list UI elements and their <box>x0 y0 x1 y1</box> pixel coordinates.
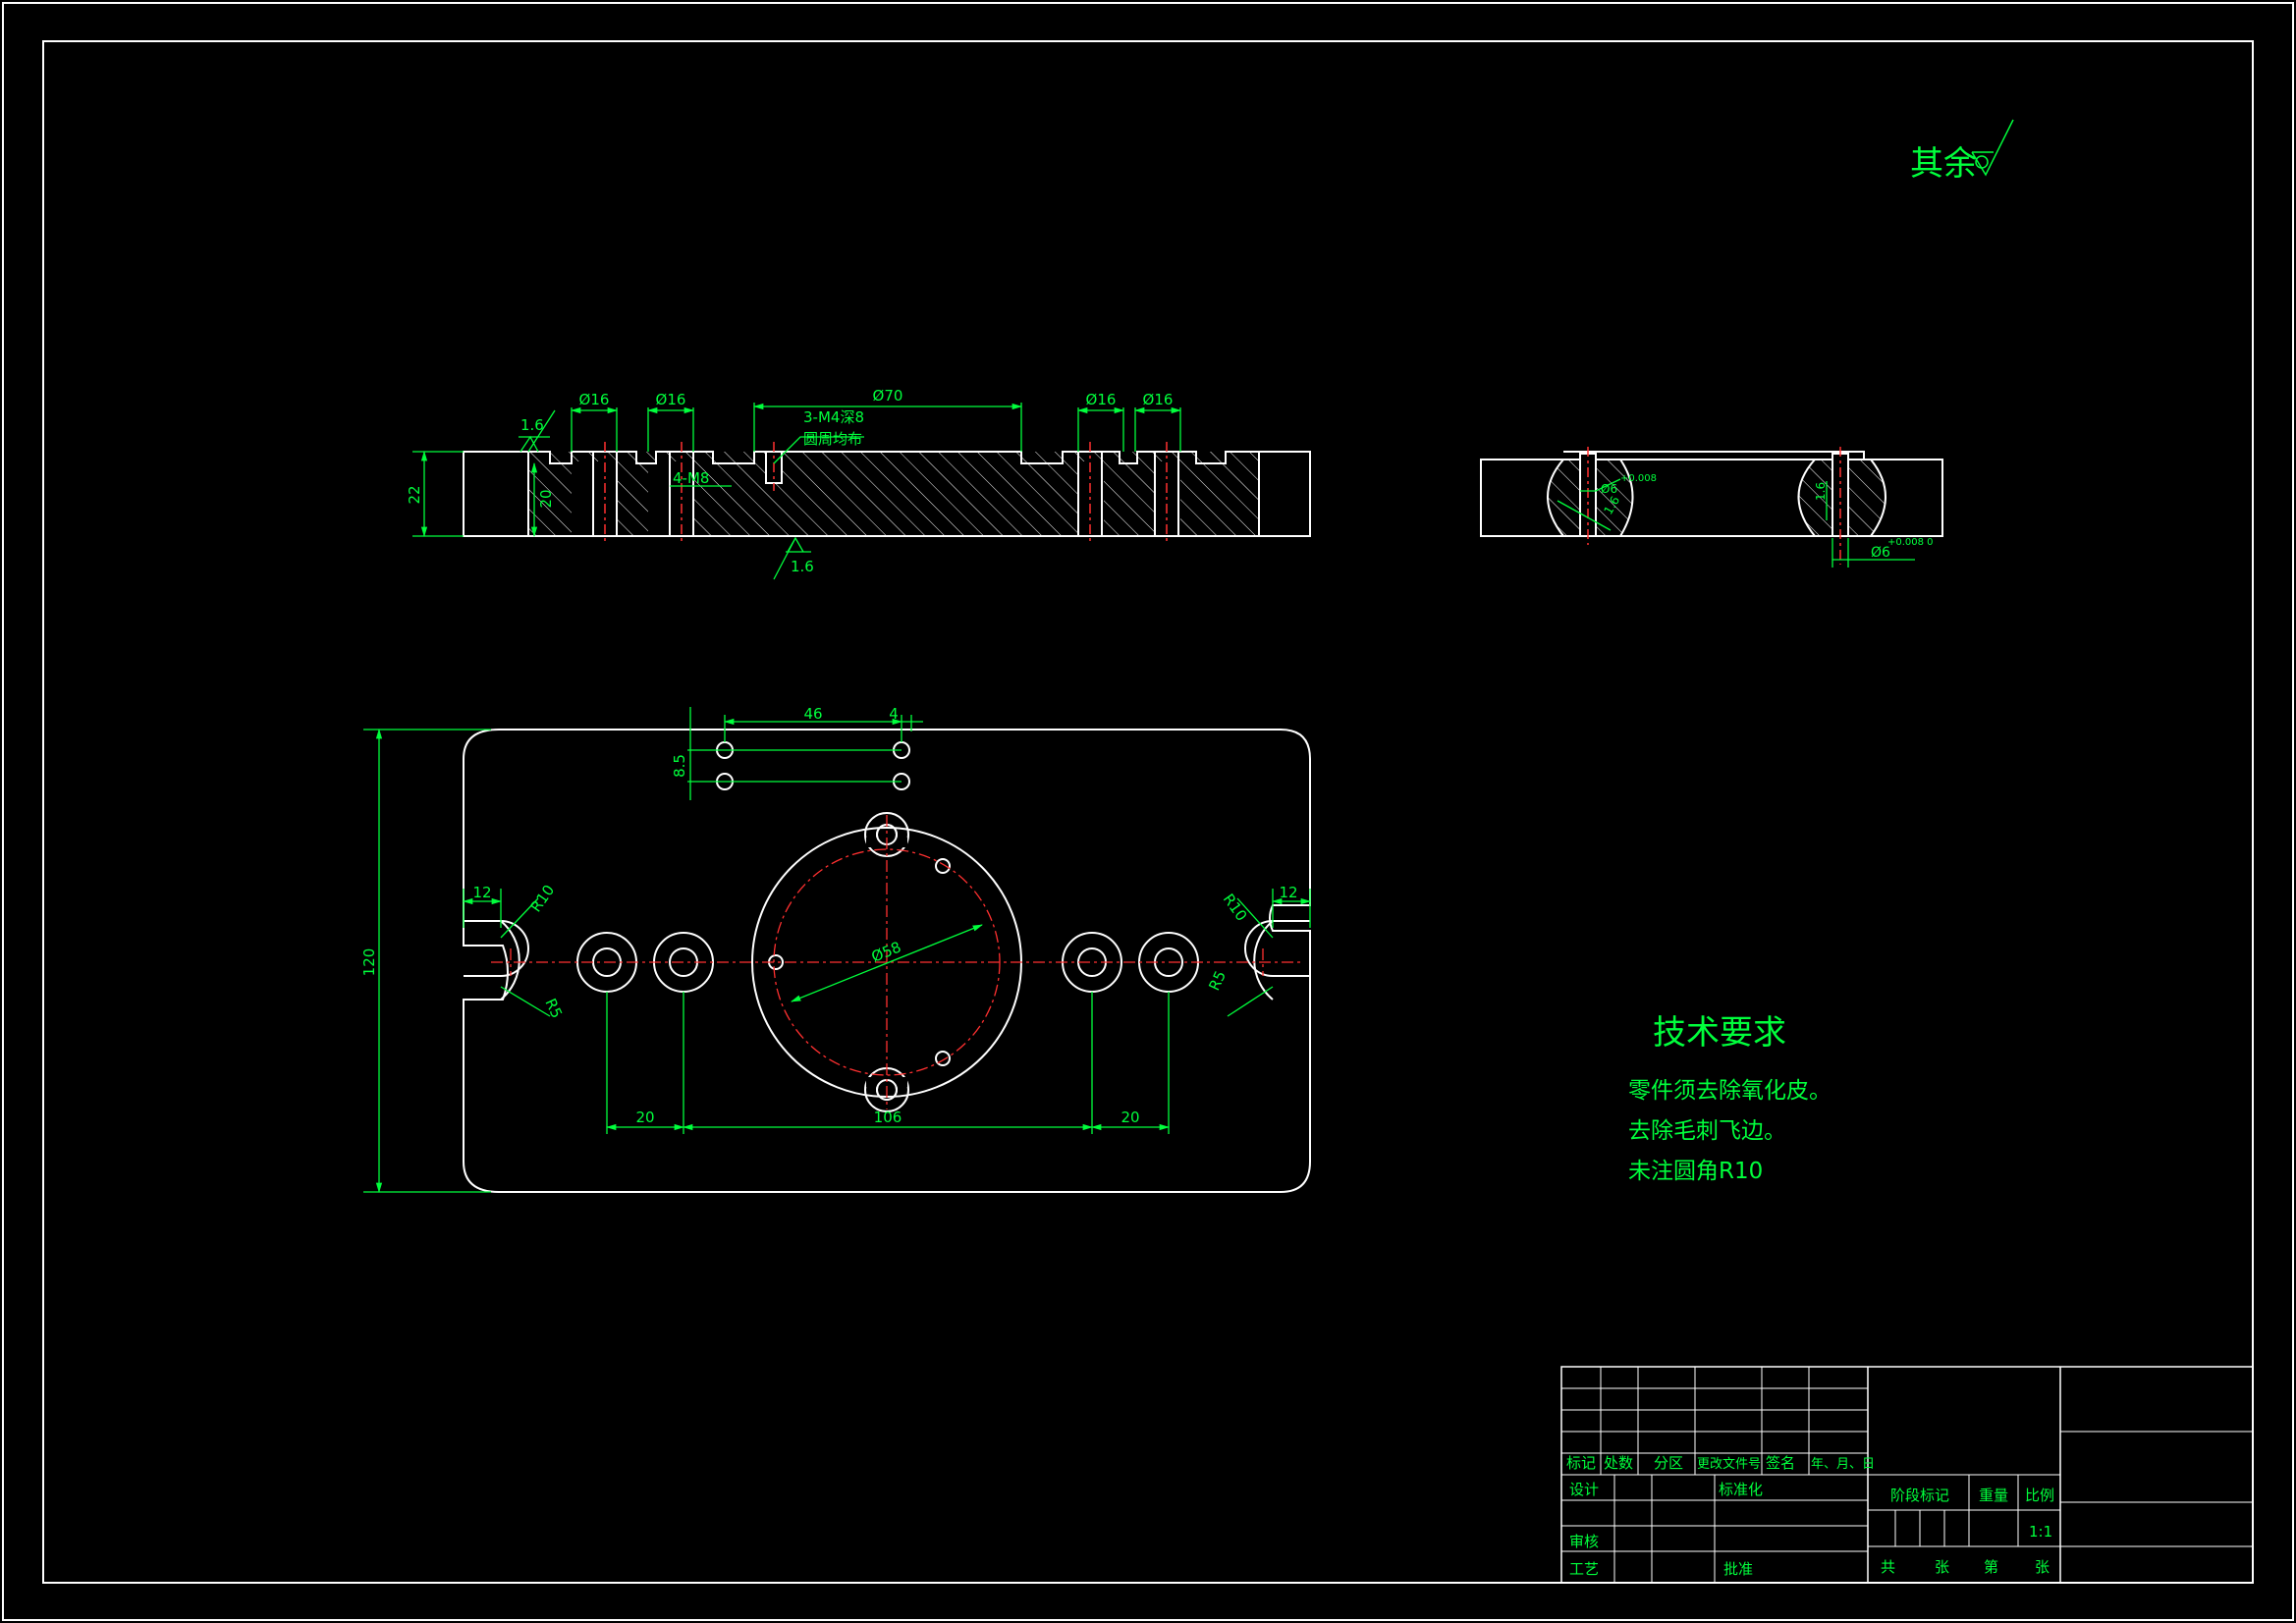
dim-slot-left: 12 <box>472 884 491 901</box>
tb-sheets-total: 共 <box>1881 1558 1895 1576</box>
tb-header-mark: 标记 <box>1566 1454 1596 1472</box>
dim-thread: 4-M8 <box>673 469 709 487</box>
inner-frame <box>42 40 2254 1584</box>
section-view: Ø6 +0.008 1.6 1.6 Ø6 +0.008 0 <box>1480 447 1943 568</box>
dim-radius-tl: R10 <box>527 882 559 916</box>
side-view: Ø16 Ø16 Ø70 Ø16 Ø16 22 20 4-M8 3-M4深8 圆周… <box>406 387 1311 580</box>
dim-hole-d: Ø16 <box>1143 391 1174 408</box>
tb-weight: 重量 <box>1979 1487 2008 1504</box>
title-block <box>1560 1366 2254 1584</box>
roughness-bottom: 1.6 <box>791 558 814 575</box>
tech-req-item: 去除毛刺飞边。 <box>1628 1118 1786 1144</box>
roughness-top: 1.6 <box>520 416 544 434</box>
dim-pitch-right: 20 <box>1121 1109 1139 1126</box>
sec-right-dia: Ø6 <box>1871 545 1890 561</box>
tb-header-count: 处数 <box>1604 1454 1633 1472</box>
tb-review: 审核 <box>1569 1533 1599 1550</box>
dim-spacing-x: 46 <box>803 705 822 723</box>
dim-span: Ø70 <box>873 387 903 405</box>
sec-left-tol: +0.008 <box>1620 473 1657 484</box>
surface-note-text: 其余 <box>1910 144 1977 184</box>
tb-process: 工艺 <box>1569 1560 1599 1578</box>
dim-depth: 20 <box>537 489 555 508</box>
sec-left-dia: Ø6 <box>1601 482 1617 496</box>
dim-hole-c: Ø16 <box>1086 391 1117 408</box>
dim-radius-br: R5 <box>1205 968 1230 994</box>
callout-line2: 圆周均布 <box>803 430 862 448</box>
tb-sheet-unit: 张 <box>2035 1558 2050 1576</box>
tb-header-zone: 分区 <box>1654 1454 1683 1472</box>
tech-requirements: 技术要求 零件须去除氧化皮。 去除毛刺飞边。 未注圆角R10 <box>1628 1013 1831 1184</box>
sec-right-depth: 1.6 <box>1814 482 1828 501</box>
tech-req-item: 未注圆角R10 <box>1628 1159 1763 1184</box>
dim-height: 22 <box>406 485 423 504</box>
dim-radius-tr: R10 <box>1220 891 1251 925</box>
dim-radius-bl: R5 <box>541 996 566 1021</box>
tb-sheet-no: 第 <box>1984 1558 1998 1576</box>
dim-hole-a: Ø16 <box>579 391 610 408</box>
tech-req-item: 零件须去除氧化皮。 <box>1628 1078 1831 1104</box>
tb-scale-label: 比例 <box>2025 1487 2054 1504</box>
dim-hole-b: Ø16 <box>656 391 686 408</box>
tech-req-title: 技术要求 <box>1653 1013 1786 1053</box>
tb-design: 设计 <box>1569 1481 1599 1498</box>
plan-view: 46 4 8.5 120 12 12 R10 R10 R5 R5 Ø58 20 … <box>360 705 1312 1194</box>
dim-offset-x: 4 <box>889 705 899 723</box>
dim-pitch-left: 20 <box>635 1109 654 1126</box>
callout-line1: 3-M4深8 <box>803 408 864 426</box>
tb-stage-mark: 阶段标记 <box>1890 1487 1949 1504</box>
dim-spacing-y: 8.5 <box>671 754 688 778</box>
dim-plan-height: 120 <box>360 948 378 977</box>
surface-finish-note: 其余 <box>1910 119 2014 184</box>
tb-sheets-unit: 张 <box>1935 1558 1949 1576</box>
tb-standard: 标准化 <box>1719 1481 1763 1498</box>
dim-slot-right: 12 <box>1279 884 1297 901</box>
tb-header-doc: 更改文件号 <box>1697 1457 1761 1472</box>
tb-header-date: 年、月、日 <box>1811 1457 1875 1472</box>
dim-center-span: 106 <box>874 1109 902 1126</box>
tb-scale: 1:1 <box>2029 1523 2052 1541</box>
tb-header-sign: 签名 <box>1766 1454 1795 1472</box>
tb-approve: 批准 <box>1723 1560 1753 1578</box>
title-block-text: 标记 处数 分区 更改文件号 签名 年、月、日 设计 标准化 审核 工艺 批准 … <box>1566 1454 2054 1578</box>
sec-right-tol: +0.008 0 <box>1887 537 1934 548</box>
